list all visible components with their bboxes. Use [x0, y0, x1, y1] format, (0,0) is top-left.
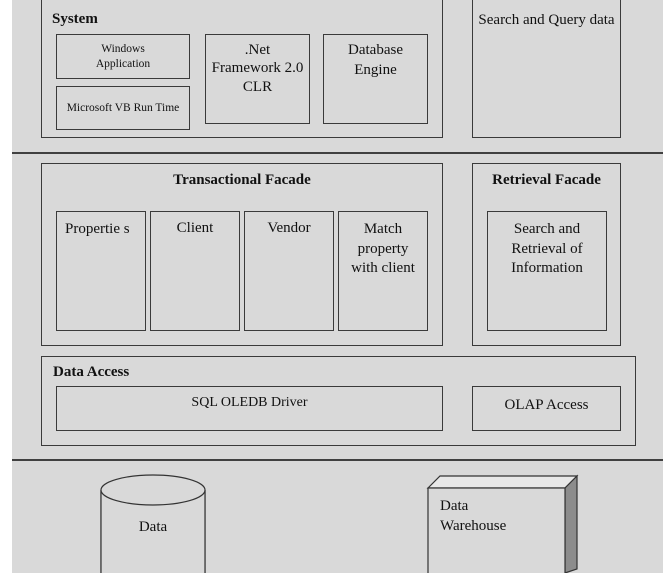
data-warehouse-label: Data Warehouse	[440, 498, 507, 534]
olap-access-box: OLAP Access	[472, 386, 621, 431]
search-query-box: Search and Query data	[472, 0, 621, 138]
dotnet-box: .Net Framework 2.0 CLR	[205, 34, 310, 124]
search-query-label: Search and Query data	[478, 12, 615, 28]
olap-access-label: OLAP Access	[504, 397, 589, 413]
system-title: System	[52, 11, 98, 27]
separator-top	[12, 152, 663, 154]
properties-label: Propertie s	[65, 221, 130, 237]
vendor-label: Vendor	[267, 220, 311, 236]
client-label: Client	[176, 220, 214, 236]
separator-bottom	[12, 459, 663, 461]
database-engine-label: Database Engine	[348, 42, 403, 78]
data-access-title: Data Access	[53, 364, 130, 380]
windows-application-label: Windows Application	[95, 42, 151, 70]
windows-application-box: Windows Application	[56, 34, 190, 79]
vb-runtime-box: Microsoft VB Run Time	[56, 86, 190, 130]
match-property-label: Match property with client	[351, 221, 415, 276]
sql-oledb-driver-label: SQL OLEDB Driver	[191, 395, 308, 410]
vendor-box: Vendor	[244, 211, 334, 331]
sql-oledb-driver-box: SQL OLEDB Driver	[56, 386, 443, 431]
properties-box: Propertie s	[56, 211, 146, 331]
data-warehouse-cube	[426, 474, 579, 573]
client-box: Client	[150, 211, 240, 331]
search-retrieval-box: Search and Retrieval of Information	[487, 211, 607, 331]
data-label: Data	[138, 519, 168, 535]
match-property-box: Match property with client	[338, 211, 428, 331]
retrieval-facade-title: Retrieval Facade	[492, 172, 601, 188]
search-retrieval-label: Search and Retrieval of Information	[511, 221, 583, 276]
database-engine-box: Database Engine	[323, 34, 428, 124]
transactional-facade-title: Transactional Facade	[173, 172, 311, 188]
vb-runtime-label: Microsoft VB Run Time	[66, 101, 180, 114]
data-cylinder	[100, 474, 206, 573]
dotnet-label: .Net Framework 2.0 CLR	[211, 42, 304, 95]
